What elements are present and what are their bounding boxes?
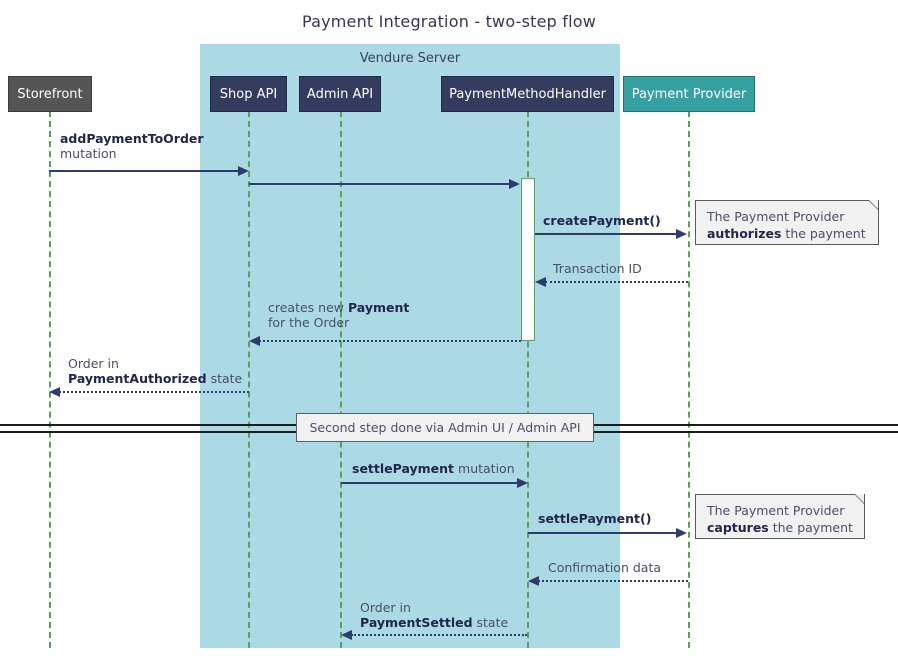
message-label-order-payment-settled: Order in PaymentSettled state <box>360 600 508 630</box>
message-bold-add-payment-to-order: addPaymentToOrder <box>60 131 204 146</box>
arrowhead-order-payment-settled <box>341 630 352 640</box>
message-label-settle-payment-mutation: settlePayment mutation <box>352 461 515 476</box>
lifeline-payment-method-handler <box>527 111 529 648</box>
note-fold-inner-captures <box>855 494 864 503</box>
note-captures: The Payment Provider captures the paymen… <box>695 494 865 539</box>
lifeline-admin-api <box>340 111 342 648</box>
lifeline-storefront <box>49 111 51 648</box>
participant-shop-api[interactable]: Shop API <box>210 76 287 112</box>
message-pre-creates-new-payment: creates new <box>268 300 348 315</box>
message-arrow-transaction-id <box>545 281 688 283</box>
message-arrow-settle-payment-call <box>528 532 677 534</box>
arrowhead-confirmation-data <box>528 576 539 586</box>
participant-label-payment-method-handler: PaymentMethodHandler <box>449 86 606 102</box>
message-label-order-payment-authorized: Order in PaymentAuthorized state <box>68 356 242 386</box>
participant-label-storefront: Storefront <box>17 86 83 102</box>
message-text-transaction-id: Transaction ID <box>553 261 642 276</box>
message-line1-order-payment-authorized: Order in <box>68 356 119 371</box>
participant-label-shop-api: Shop API <box>219 86 278 102</box>
divider-note: Second step done via Admin UI / Admin AP… <box>296 413 594 442</box>
message-post-order-payment-settled: state <box>472 615 509 630</box>
note-authorizes: The Payment Provider authorizes the paym… <box>695 200 879 245</box>
lifeline-payment-provider <box>688 111 690 648</box>
message-arrow-order-payment-settled <box>351 634 527 636</box>
message-arrow-shop-api-to-handler <box>249 183 510 185</box>
note-post-captures: the payment <box>768 520 853 535</box>
message-post-order-payment-authorized: state <box>206 371 243 386</box>
message-arrow-creates-new-payment <box>259 340 521 342</box>
participant-payment-method-handler[interactable]: PaymentMethodHandler <box>441 76 614 112</box>
arrowhead-creates-new-payment <box>249 336 260 346</box>
message-arrow-create-payment <box>535 233 677 235</box>
participant-storefront[interactable]: Storefront <box>8 76 92 112</box>
message-label-create-payment: createPayment() <box>543 213 661 228</box>
message-arrow-confirmation-data <box>538 580 688 582</box>
note-line1-authorizes: The Payment Provider <box>707 209 845 224</box>
message-label-settle-payment-call: settlePayment() <box>538 511 651 526</box>
activation-bar-payment-method-handler <box>521 178 535 341</box>
arrowhead-add-payment-to-order <box>238 166 249 176</box>
message-text-confirmation-data: Confirmation data <box>548 560 662 575</box>
message-bold-create-payment: createPayment() <box>543 213 661 228</box>
message-bold-settle-payment-call: settlePayment() <box>538 511 652 526</box>
arrowhead-transaction-id <box>535 277 546 287</box>
lifeline-shop-api <box>248 111 250 648</box>
message-label-confirmation-data: Confirmation data <box>548 560 661 575</box>
note-bold-captures: captures <box>707 520 769 535</box>
note-post-authorizes: the payment <box>781 226 866 241</box>
message-sub-add-payment-to-order: mutation <box>60 146 117 161</box>
message-arrow-settle-payment-mutation <box>341 482 518 484</box>
divider-label: Second step done via Admin UI / Admin AP… <box>309 420 581 435</box>
message-label-transaction-id: Transaction ID <box>553 261 642 276</box>
arrowhead-settle-payment-mutation <box>517 478 528 488</box>
message-label-creates-new-payment: creates new Payment for the Order <box>268 300 409 330</box>
message-bold-order-payment-authorized: PaymentAuthorized <box>68 371 207 386</box>
arrowhead-shop-api-to-handler <box>509 179 520 189</box>
page-title: Payment Integration - two-step flow <box>301 12 597 31</box>
note-bold-authorizes: authorizes <box>707 226 782 241</box>
arrowhead-create-payment <box>676 229 687 239</box>
participant-admin-api[interactable]: Admin API <box>299 76 381 112</box>
message-bold-creates-new-payment: Payment <box>347 300 410 315</box>
group-label-vendure-server: Vendure Server <box>359 51 461 66</box>
participant-label-payment-provider: Payment Provider <box>631 86 747 102</box>
arrowhead-settle-payment-call <box>676 528 687 538</box>
message-bold-order-payment-settled: PaymentSettled <box>360 615 473 630</box>
note-line1-captures: The Payment Provider <box>707 503 845 518</box>
message-line1-order-payment-settled: Order in <box>360 600 411 615</box>
message-arrow-add-payment-to-order <box>49 170 239 172</box>
message-sub-creates-new-payment: for the Order <box>268 315 350 330</box>
note-fold-inner-authorizes <box>869 200 878 209</box>
message-label-add-payment-to-order: addPaymentToOrder mutation <box>60 131 204 161</box>
message-bold-settle-payment-mutation: settlePayment <box>352 461 455 476</box>
message-arrow-order-payment-authorized <box>59 391 249 393</box>
participant-payment-provider[interactable]: Payment Provider <box>623 76 755 112</box>
participant-label-admin-api: Admin API <box>306 86 374 102</box>
message-post-settle-payment-mutation: mutation <box>454 461 515 476</box>
arrowhead-order-payment-authorized <box>49 387 60 397</box>
group-box-vendure-server <box>200 44 620 648</box>
